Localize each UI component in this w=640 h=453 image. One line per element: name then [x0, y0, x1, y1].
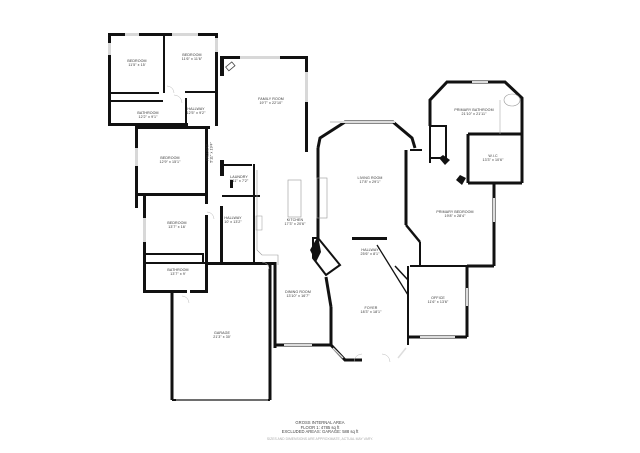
- summary-floor: FLOOR 1: 4785 sq ft: [300, 424, 340, 430]
- wall: [135, 126, 138, 208]
- summary-excluded: EXCLUDED AREAS: GARAGE: 588 sq ft: [281, 429, 359, 434]
- wall: [230, 180, 233, 188]
- wall: [208, 262, 275, 265]
- wall: [108, 33, 111, 43]
- wall: [305, 56, 308, 72]
- wall: [205, 126, 208, 204]
- window: [305, 72, 308, 102]
- wall: [220, 206, 223, 262]
- window: [240, 56, 280, 59]
- wall: [220, 160, 224, 176]
- wall: [215, 33, 218, 126]
- wall: [185, 91, 215, 93]
- wall: [190, 290, 208, 293]
- area-summary: GROSS INTERNAL AREA FLOOR 1: 4785 sq ft …: [0, 420, 640, 442]
- wall: [146, 253, 204, 255]
- wall: [138, 126, 210, 129]
- wall: [143, 290, 187, 293]
- wall: [111, 92, 159, 94]
- wall: [305, 102, 308, 152]
- wall: [146, 262, 206, 264]
- wall: [108, 55, 111, 125]
- window: [108, 43, 111, 55]
- wall: [185, 98, 187, 126]
- window: [125, 33, 139, 36]
- wall: [222, 195, 260, 197]
- wall: [111, 100, 163, 102]
- wall: [253, 164, 255, 264]
- wall: [143, 196, 146, 292]
- wall: [220, 56, 224, 76]
- wall: [220, 56, 240, 59]
- window: [143, 218, 146, 242]
- window: [215, 38, 218, 52]
- wall: [222, 164, 252, 166]
- wall: [202, 253, 204, 263]
- wall: [280, 56, 305, 59]
- window: [172, 33, 198, 36]
- wall: [108, 123, 188, 126]
- wall: [135, 193, 205, 196]
- window: [135, 148, 138, 166]
- summary-title: GROSS INTERNAL AREA: [295, 420, 345, 425]
- wall: [205, 215, 208, 290]
- summary-disclaimer: SIZES AND DIMENSIONS ARE APPROXIMATE, AC…: [266, 437, 374, 441]
- wall: [163, 36, 165, 93]
